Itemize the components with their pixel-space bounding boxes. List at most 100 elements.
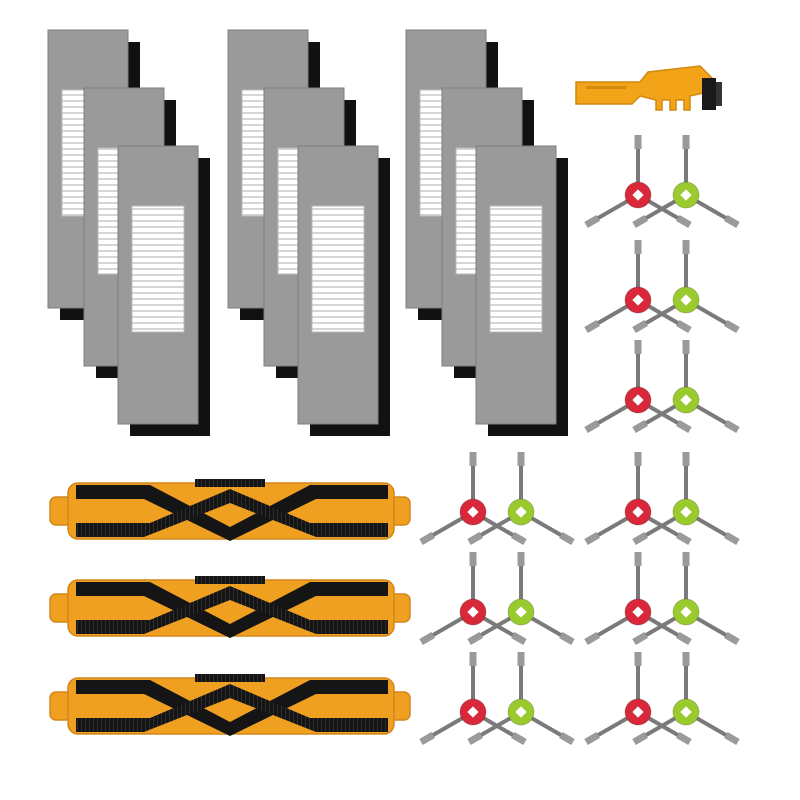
hepa-filter	[117, 145, 210, 436]
side-brush-bristle	[559, 631, 575, 646]
side-brush-bristle	[632, 319, 648, 334]
side-brush-bristle	[676, 419, 692, 434]
side-brush	[467, 552, 575, 646]
main-brush-roller	[49, 576, 411, 638]
side-brush-pair	[584, 135, 740, 229]
side-brush-pair	[584, 652, 740, 746]
side-brush-pair	[584, 340, 740, 434]
side-brush-pair	[419, 652, 575, 746]
side-brush-pair	[584, 452, 740, 546]
filter-frame	[117, 145, 199, 425]
side-brush-bristle	[584, 731, 600, 746]
roller-bristles	[76, 684, 388, 732]
roller-bristles	[195, 576, 265, 584]
side-brush-hub-socket	[515, 506, 527, 518]
side-brush-bristle	[511, 631, 527, 646]
side-brush-hub-socket	[632, 506, 644, 518]
side-brush-bristle	[584, 531, 600, 546]
side-brush-bristle	[419, 531, 435, 546]
side-brush-hub-socket	[632, 394, 644, 406]
side-brush	[584, 240, 692, 334]
roller-bristles	[76, 489, 388, 537]
side-brush	[584, 135, 692, 229]
cleaning-tool-bristles	[702, 78, 722, 110]
side-brush-bristle	[467, 631, 483, 646]
side-brush	[632, 135, 740, 229]
side-brush-bristle	[724, 531, 740, 546]
side-brush-bristle	[632, 631, 648, 646]
side-brushes-group	[419, 135, 740, 746]
side-brush-bristle	[676, 631, 692, 646]
side-brush-hub-socket	[515, 606, 527, 618]
side-brush-bristle	[676, 731, 692, 746]
roller-bristles	[76, 586, 388, 634]
side-brush-bristle	[724, 319, 740, 334]
side-brush-hub-socket	[632, 706, 644, 718]
side-brush-bristle	[724, 419, 740, 434]
hepa-filters-group	[47, 29, 568, 436]
main-brush-roller	[49, 479, 411, 541]
side-brush	[584, 452, 692, 546]
side-brush-hub-socket	[632, 606, 644, 618]
side-brush-hub-socket	[467, 506, 479, 518]
side-brush-bristle	[584, 631, 600, 646]
filter-pleats	[489, 205, 543, 333]
side-brush-bristle	[724, 731, 740, 746]
side-brush-hub-socket	[632, 294, 644, 306]
side-brush-hub-socket	[680, 706, 692, 718]
cleaning-tool-body	[575, 65, 713, 111]
side-brush-bristle	[584, 214, 600, 229]
roller-blade	[76, 485, 388, 541]
side-brush-bristle	[511, 731, 527, 746]
side-brush-hub-socket	[467, 706, 479, 718]
side-brush	[584, 652, 692, 746]
side-brush-pair	[584, 552, 740, 646]
side-brush-bristle	[724, 631, 740, 646]
side-brush-pair	[419, 552, 575, 646]
side-brush-bristle	[559, 531, 575, 546]
side-brush-bristle	[511, 531, 527, 546]
side-brush-hub-socket	[632, 189, 644, 201]
side-brush-bristle	[724, 214, 740, 229]
side-brush-bristle	[584, 419, 600, 434]
side-brush-bristle	[467, 731, 483, 746]
side-brush-hub-socket	[467, 606, 479, 618]
side-brush	[584, 340, 692, 434]
roller-blade	[76, 582, 388, 638]
roller-bristles	[195, 674, 265, 682]
side-brush-bristle	[676, 319, 692, 334]
side-brush	[632, 240, 740, 334]
side-brush-bristle	[467, 531, 483, 546]
side-brush	[419, 652, 527, 746]
side-brush-bristle	[632, 419, 648, 434]
side-brush-pair	[584, 240, 740, 334]
main-brush-roller	[49, 674, 411, 736]
cleaning-tool	[575, 65, 722, 111]
side-brush	[467, 452, 575, 546]
side-brush-bristle	[419, 631, 435, 646]
side-brush-bristle	[676, 531, 692, 546]
side-brush	[467, 652, 575, 746]
side-brush-hub-socket	[680, 606, 692, 618]
side-brush-bristle	[632, 214, 648, 229]
side-brush-bristle	[584, 319, 600, 334]
side-brush-pair	[419, 452, 575, 546]
side-brush-bristle	[632, 731, 648, 746]
roller-bristles	[195, 479, 265, 487]
side-brush	[632, 652, 740, 746]
side-brush-bristle	[632, 531, 648, 546]
main-brush-rollers-group	[49, 479, 411, 736]
side-brush-hub-socket	[680, 506, 692, 518]
side-brush	[419, 552, 527, 646]
side-brush	[419, 452, 527, 546]
side-brush-hub-socket	[680, 189, 692, 201]
side-brush-hub-socket	[680, 394, 692, 406]
hepa-filter	[475, 145, 568, 436]
side-brush	[632, 340, 740, 434]
filter-pleats	[311, 205, 365, 333]
hepa-filter	[297, 145, 390, 436]
filter-pleats	[131, 205, 185, 333]
side-brush	[584, 552, 692, 646]
side-brush-hub-socket	[680, 294, 692, 306]
